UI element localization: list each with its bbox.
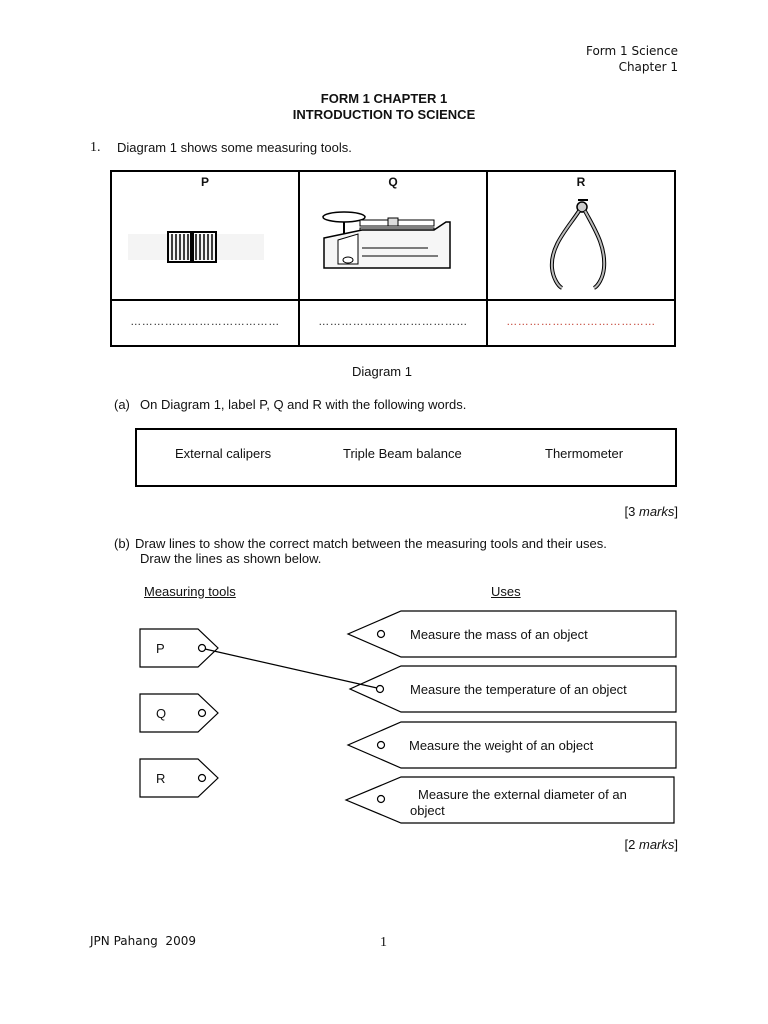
footer-source: JPN Pahang 2009 — [90, 934, 196, 948]
column-label-p: P — [200, 175, 209, 189]
word-bank: External calipers Triple Beam balance Th… — [135, 428, 677, 487]
hole-r — [197, 773, 207, 783]
marks-word: marks — [638, 504, 675, 519]
use-tag-mass — [346, 610, 677, 658]
column-q: Q ………………………………… — [300, 172, 488, 345]
hole-temperature — [375, 684, 385, 694]
header-subject: Form 1 Science — [585, 44, 678, 58]
use-tag-diameter — [344, 776, 675, 824]
word-external-calipers: External calipers — [175, 446, 272, 461]
word-triple-beam-balance: Triple Beam balance — [343, 446, 462, 461]
answer-line-q[interactable]: ………………………………… — [318, 316, 468, 328]
use-label-weight: Measure the weight of an object — [409, 738, 594, 753]
diagram-table: P ………………………………… Q — [110, 170, 676, 347]
part-b-text-line2: Draw the lines as shown below. — [140, 551, 322, 566]
use-tag-temperature — [348, 665, 677, 713]
diagram-caption: Diagram 1 — [352, 364, 412, 379]
answer-line-p[interactable]: ………………………………… — [130, 316, 280, 328]
marks-close: ] — [674, 837, 678, 852]
thermometer-icon — [128, 231, 264, 263]
tool-tag-q — [139, 693, 219, 733]
external-calipers-icon — [549, 199, 607, 290]
marks-word: marks — [638, 837, 675, 852]
column-label-q: Q — [388, 175, 398, 189]
marks-close: ] — [674, 504, 678, 519]
part-a-label: (a) — [114, 397, 130, 412]
header-chapter: Chapter 1 — [618, 60, 678, 74]
triple-beam-balance-icon — [322, 211, 451, 269]
question-number: 1. — [90, 140, 101, 155]
tools-header: Measuring tools — [144, 584, 236, 599]
hole-q — [197, 708, 207, 718]
part-b-marks: [2 marks] — [625, 837, 678, 852]
column-p: P ………………………………… — [112, 172, 300, 345]
use-label-diameter: Measure the external diameter of an — [418, 787, 627, 802]
uses-header: Uses — [491, 584, 521, 599]
page-number: 1 — [380, 935, 387, 950]
use-label-diameter-cont: object — [410, 803, 445, 818]
question-text: Diagram 1 shows some measuring tools. — [117, 140, 352, 155]
hole-p — [197, 643, 207, 653]
word-thermometer: Thermometer — [545, 446, 624, 461]
marks-open: [3 — [624, 504, 639, 519]
part-a-text: On Diagram 1, label P, Q and R with the … — [140, 397, 467, 412]
marks-open: [2 — [624, 837, 639, 852]
hole-mass — [376, 629, 386, 639]
tool-tag-p — [139, 628, 219, 668]
tool-label-r: R — [156, 771, 166, 786]
tool-tag-r — [139, 758, 219, 798]
part-b-text-line1: Draw lines to show the correct match bet… — [135, 536, 607, 551]
hole-diameter — [376, 794, 386, 804]
column-r: R ………………………………… — [488, 172, 674, 345]
part-b-label: (b) — [114, 536, 130, 551]
hole-weight — [376, 740, 386, 750]
use-tag-weight — [346, 721, 677, 769]
use-label-temperature: Measure the temperature of an object — [410, 682, 627, 697]
use-label-mass: Measure the mass of an object — [410, 627, 588, 642]
page-title: FORM 1 CHAPTER 1 — [320, 91, 448, 106]
column-label-r: R — [576, 175, 586, 189]
table-divider — [112, 299, 674, 301]
example-match-line — [204, 648, 378, 689]
page-subtitle: INTRODUCTION TO SCIENCE — [292, 107, 476, 122]
tool-label-p: P — [156, 641, 165, 656]
answer-line-r[interactable]: ………………………………… — [506, 316, 656, 328]
tool-label-q: Q — [156, 706, 167, 721]
part-a-marks: [3 marks] — [625, 504, 678, 519]
